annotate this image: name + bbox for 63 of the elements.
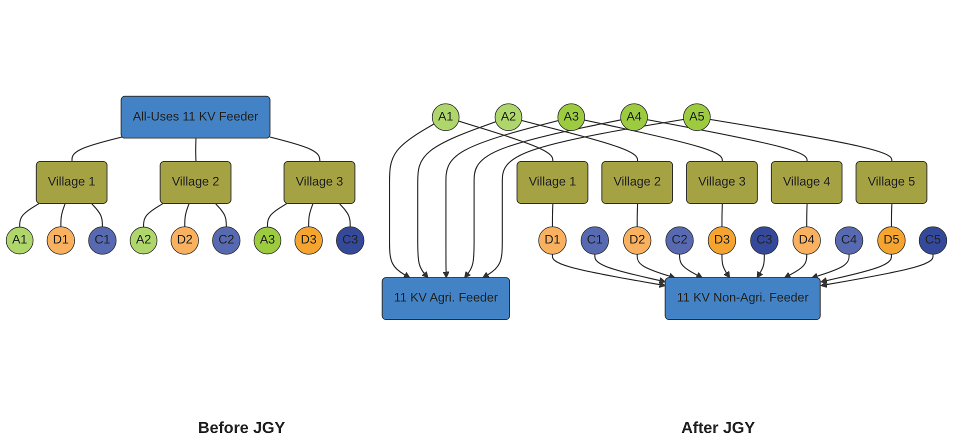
arrow	[594, 254, 666, 284]
arrow	[552, 254, 666, 288]
connector	[710, 118, 892, 162]
node-circle: D2	[623, 226, 652, 254]
node-circle: C1	[580, 226, 609, 254]
connector	[458, 120, 554, 162]
connector	[19, 202, 40, 227]
connector	[521, 120, 638, 162]
node-circle: C4	[834, 226, 864, 254]
node-circle: C1	[88, 226, 117, 254]
node-circle: A2	[494, 103, 522, 131]
arrow	[482, 118, 684, 278]
node-circle: C3	[750, 226, 778, 254]
caption-text: Before JGY	[198, 420, 286, 438]
connector	[269, 136, 320, 162]
node-circle: D1	[46, 226, 76, 254]
node-circle: A3	[557, 103, 586, 131]
connector	[60, 203, 66, 226]
node-circle: D2	[170, 226, 199, 254]
arrow	[811, 254, 850, 279]
node-circle: C2	[212, 226, 240, 254]
arrow	[636, 254, 676, 279]
arrow	[679, 254, 703, 278]
node-circle: A5	[683, 103, 711, 131]
connector	[308, 203, 314, 226]
arrow	[756, 254, 765, 278]
arrow	[784, 254, 808, 278]
caption-text: After JGY	[681, 420, 755, 438]
node-circle: D3	[294, 226, 323, 254]
connector	[91, 203, 103, 226]
node-circle: A4	[620, 103, 648, 131]
connector	[647, 118, 808, 162]
connector	[721, 203, 723, 226]
node-circle: D3	[708, 226, 736, 254]
node-circle: D5	[877, 226, 906, 254]
arrow	[417, 120, 496, 278]
connector	[195, 138, 197, 162]
node-circle: A3	[254, 226, 282, 254]
node-circle: D1	[538, 226, 567, 254]
connector	[636, 203, 638, 226]
connector	[215, 203, 227, 226]
arrow	[721, 254, 730, 278]
connector	[552, 203, 554, 226]
connector	[71, 136, 122, 162]
connector	[339, 203, 351, 226]
node-circle: D4	[792, 226, 821, 254]
node-circle: A1	[6, 226, 34, 254]
arrow	[388, 123, 434, 278]
connector	[266, 202, 288, 227]
connector	[143, 202, 164, 227]
arrow	[442, 120, 558, 278]
connector	[184, 203, 190, 226]
node-circle: A2	[130, 226, 158, 254]
node-circle: A1	[432, 103, 460, 131]
arrow	[820, 254, 934, 288]
arrow	[820, 254, 892, 284]
node-circle: C3	[336, 226, 364, 254]
connector	[806, 203, 808, 226]
arrow	[464, 118, 622, 278]
node-circle: C5	[918, 226, 948, 254]
node-circle: C2	[665, 226, 694, 254]
connector	[890, 203, 892, 226]
connector	[584, 119, 723, 162]
